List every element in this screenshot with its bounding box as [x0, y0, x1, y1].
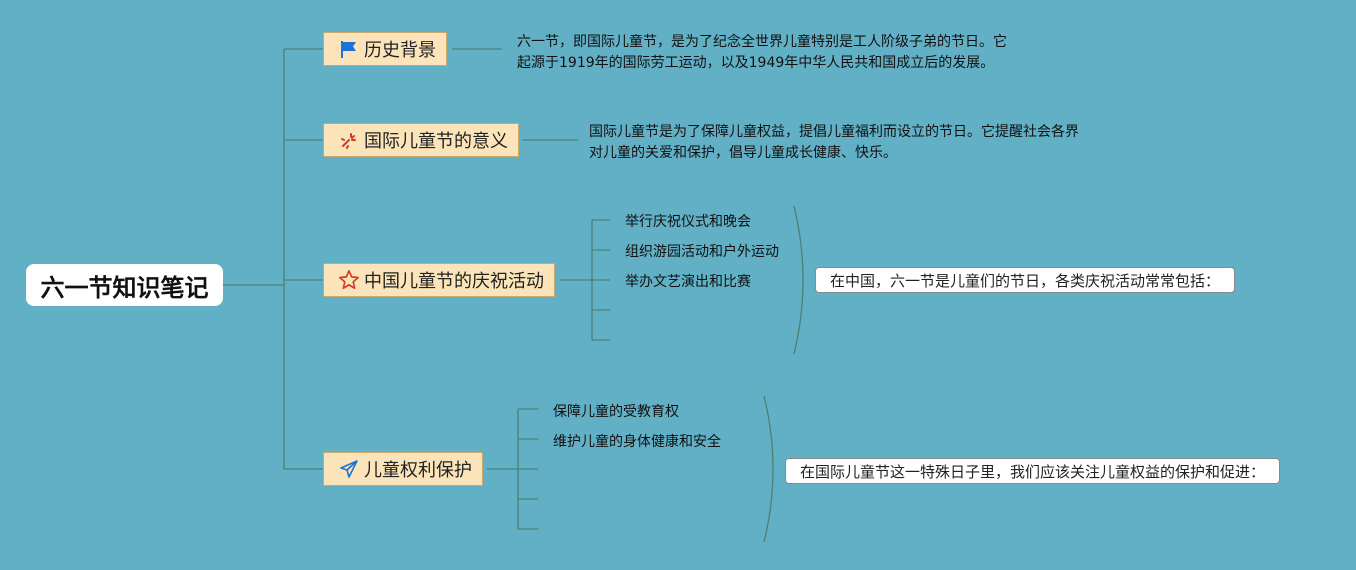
branch-history-description: 六一节，即国际儿童节，是为了纪念全世界儿童特别是工人阶级子弟的节日。它 起源于1… [517, 32, 1007, 74]
description-line: 对儿童的关爱和保护，倡导儿童成长健康、快乐。 [589, 145, 897, 161]
branch-child-rights[interactable]: 儿童权利保护 [323, 452, 483, 486]
branch-history[interactable]: 历史背景 [323, 32, 447, 66]
list-item[interactable]: 保障儿童的受教育权 [553, 404, 679, 420]
list-item[interactable]: 举行庆祝仪式和晚会 [625, 214, 751, 230]
branch-label: 历史背景 [364, 40, 436, 61]
list-item[interactable]: 举办文艺演出和比赛 [625, 274, 751, 290]
branch-significance-description: 国际儿童节是为了保障儿童权益，提倡儿童福利而设立的节日。它提醒社会各界 对儿童的… [589, 122, 1079, 164]
branch-label: 儿童权利保护 [364, 460, 472, 481]
summary-callout[interactable]: 在国际儿童节这一特殊日子里，我们应该关注儿童权益的保护和促进： [785, 458, 1281, 484]
description-line: 起源于1919年的国际劳工运动，以及1949年中华人民共和国成立后的发展。 [517, 55, 995, 71]
list-item[interactable]: 维护儿童的身体健康和安全 [553, 434, 721, 450]
paper-plane-icon [338, 458, 360, 480]
root-topic[interactable]: 六一节知识笔记 [26, 264, 223, 306]
branch-label: 中国儿童节的庆祝活动 [364, 271, 544, 292]
description-line: 六一节，即国际儿童节，是为了纪念全世界儿童特别是工人阶级子弟的节日。它 [517, 34, 1007, 50]
list-item[interactable]: 组织游园活动和户外运动 [625, 244, 779, 260]
root-title: 六一节知识笔记 [40, 273, 209, 302]
description-line: 国际儿童节是为了保障儿童权益，提倡儿童福利而设立的节日。它提醒社会各界 [589, 124, 1079, 140]
branch-label: 国际儿童节的意义 [364, 131, 508, 152]
branch-significance[interactable]: 国际儿童节的意义 [323, 123, 519, 157]
branch-china-celebrations[interactable]: 中国儿童节的庆祝活动 [323, 263, 555, 297]
sparkle-icon [338, 129, 360, 151]
summary-callout[interactable]: 在中国，六一节是儿童们的节日，各类庆祝活动常常包括： [815, 267, 1236, 293]
star-outline-icon [338, 269, 360, 291]
flag-icon [338, 38, 360, 60]
